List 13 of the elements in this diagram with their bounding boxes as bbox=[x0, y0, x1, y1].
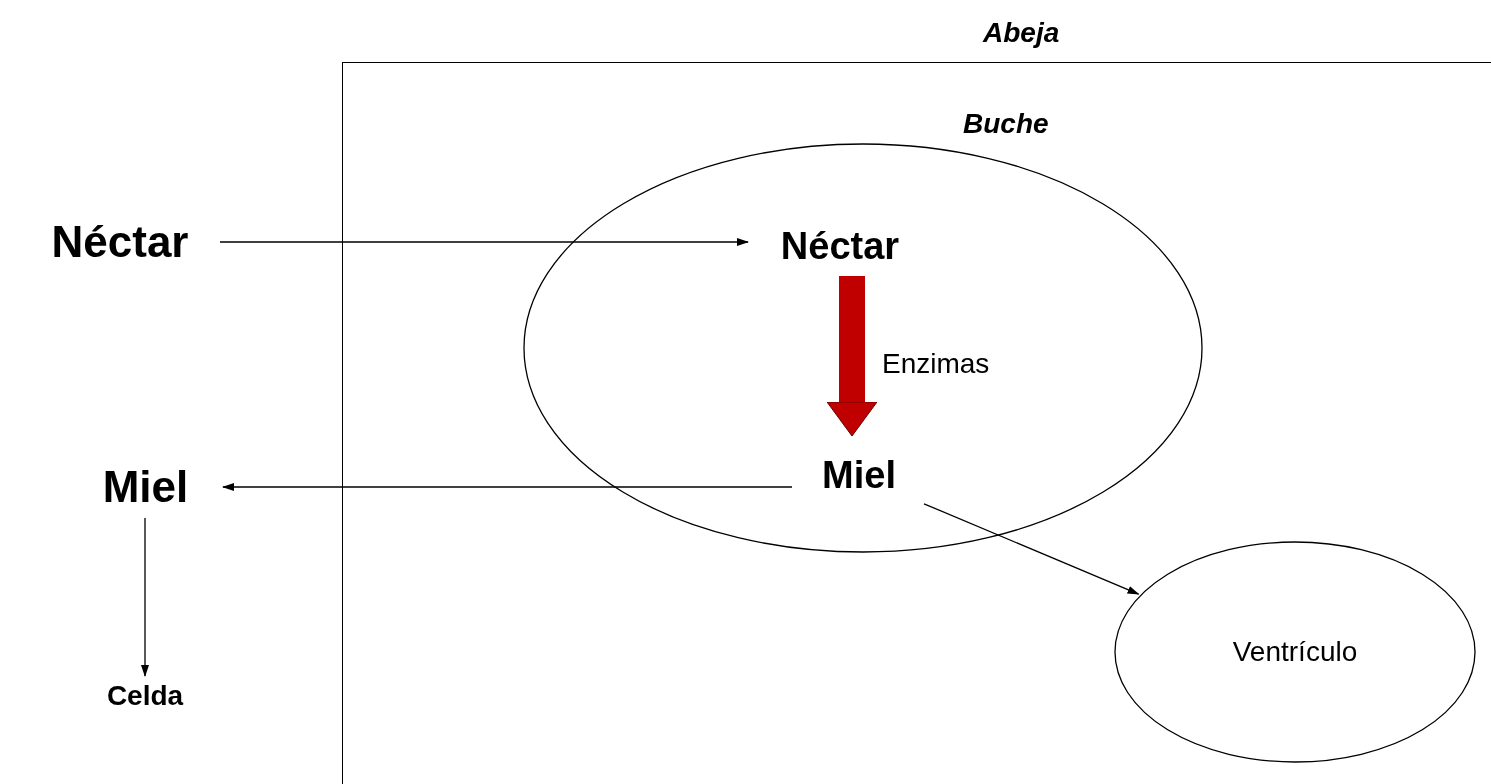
node-label: Celda bbox=[106, 680, 184, 712]
node-label: Ventrículo bbox=[1232, 636, 1358, 668]
arrow bbox=[219, 238, 749, 246]
arrow bbox=[141, 517, 149, 677]
region-heading: Abeja bbox=[983, 17, 1060, 49]
block-arrow bbox=[826, 276, 878, 437]
region-heading: Buche bbox=[963, 108, 1049, 140]
node-label: Néctar bbox=[780, 224, 900, 268]
arrow bbox=[222, 483, 793, 491]
node-label: Néctar bbox=[51, 217, 189, 267]
node-label: Miel bbox=[822, 453, 896, 497]
node-label: Miel bbox=[102, 462, 189, 512]
arrow bbox=[923, 503, 1140, 595]
